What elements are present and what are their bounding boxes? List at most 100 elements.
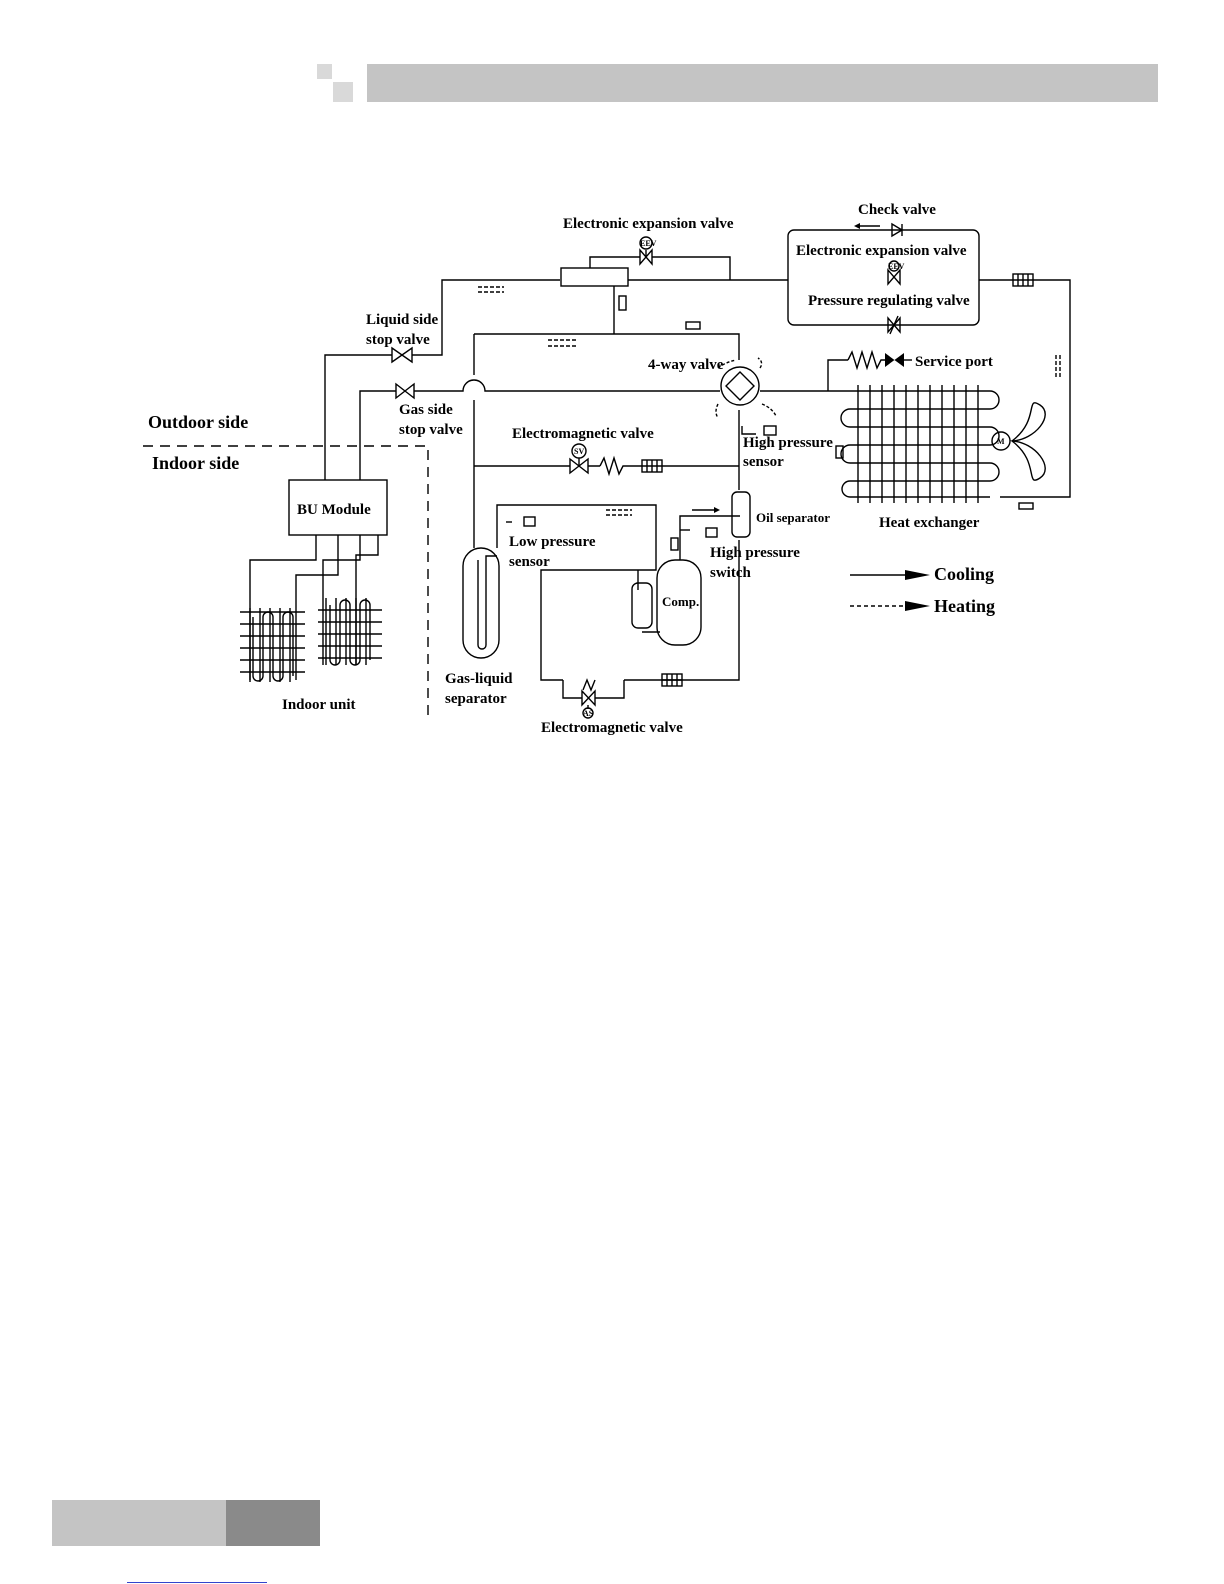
footer-bar-light [52,1500,226,1546]
bu-branch-3 [322,535,361,665]
label-oil-separator: Oil separator [756,510,830,525]
oil-separator-body [731,491,751,538]
label-hp-sensor-2: sensor [743,454,784,470]
label-liquid-side-1: Liquid side [366,312,438,328]
box-eev-valve [887,268,901,286]
filter-bottom [661,673,683,687]
label-four-way: 4-way valve [648,357,724,373]
service-spring [847,349,885,371]
footer-bar-dark [226,1500,320,1546]
arrow-head-oil [714,507,720,513]
outdoor-loop [474,333,740,490]
label-hp-sensor-1: High pressure [743,435,833,451]
legend-heating-arrow [905,601,930,611]
tag-eev-box: EEV [888,262,905,271]
four-way-arc-1 [717,359,737,369]
four-way-valve-inner [725,371,755,401]
mid-solenoid-valve [569,457,589,475]
label-indoor-side: Indoor side [152,453,239,473]
pressure-regulating-valve [887,315,901,335]
outdoor-heat-exchanger [840,385,1000,503]
refrigerant-cycle-diagram: Electronic expansion valve Check valve E… [143,202,1071,736]
lp-sensor-box [523,516,536,527]
flow-arrow-top [478,286,504,293]
oil-to-switch [679,515,740,560]
temp-sensor-3 [835,445,844,459]
indoor-coil-right [318,598,382,666]
label-lp-sensor-2: sensor [509,554,550,570]
label-heat-exchanger: Heat exchanger [879,515,980,531]
fan-blades [1010,402,1046,481]
label-eev-box: Electronic expansion valve [796,243,967,259]
compressor-body [656,559,702,646]
outdoor-indoor-divider [143,445,429,720]
label-gas-liquid-1: Gas-liquid [445,671,513,687]
flow-arrow-loop [548,339,578,347]
filter-mid [641,459,663,473]
tag-eev-top: EEV [640,239,657,248]
service-port-valve [885,353,904,367]
header-bar [367,64,1158,102]
label-electromagnetic-mid: Electromagnetic valve [512,426,654,442]
label-hp-switch-2: switch [710,565,751,581]
header-square-light [333,82,353,102]
label-bu-module: BU Module [297,502,371,518]
label-electromagnetic-bottom: Electromagnetic valve [541,720,683,736]
gas-stop-valve [395,382,415,400]
filter-top [1012,273,1034,287]
arrow-head-check [854,223,860,229]
label-indoor-unit: Indoor unit [282,697,356,713]
tag-motor: M [997,437,1005,446]
bottom-solenoid-coil [582,707,594,719]
label-hp-switch-1: High pressure [710,545,800,561]
label-check-valve: Check valve [858,202,936,218]
temp-sensor-5 [1018,502,1034,510]
eev-bypass-pipe [589,256,731,280]
solenoid-spring [599,455,642,477]
four-way-valve-body [720,366,760,406]
header-square-light-small [317,64,332,79]
compressor-accumulator [631,582,653,629]
label-eev-top: Electronic expansion valve [563,216,734,232]
hp-sensor-tap [741,426,756,435]
flow-arrow-comp [606,509,632,516]
compressor-right [624,540,740,681]
bu-branch-2 [295,535,339,680]
four-way-arc-4 [761,403,777,417]
bottom-bypass [562,680,625,699]
label-lp-sensor-1: Low pressure [509,534,596,550]
bottom-spring [582,678,596,692]
legend-cooling-label: Cooling [934,564,994,584]
service-line [827,359,848,391]
hp-switch-box [705,527,718,538]
top-eev-valve [639,248,653,266]
footer-link-underline[interactable] [127,1582,267,1583]
tag-as: AS [583,709,594,718]
top-liquid-pipe [324,279,1071,498]
label-gas-side-1: Gas side [399,402,453,418]
tag-sv: SV [574,447,584,456]
label-gas-side-2: stop valve [399,422,463,438]
liquid-stop-valve [391,346,413,364]
fan-motor [991,431,1011,451]
flow-arrow-right [1055,355,1061,378]
top-eev-coil [639,236,653,250]
temp-sensor-1 [618,295,627,311]
heat-exchanger-plate [560,267,629,287]
indoor-coil-left [240,608,305,682]
hp-sensor-box [763,425,777,436]
mid-solenoid-coil [571,443,587,459]
box-eev-coil [888,260,900,272]
label-service-port: Service port [915,354,993,370]
label-liquid-side-2: stop valve [366,332,430,348]
label-comp: Comp. [662,594,699,609]
legend-heating-label: Heating [934,596,995,616]
separator-tube [477,555,497,650]
gas-line [359,379,850,480]
four-way-arc-2 [757,357,763,369]
gas-liquid-separator [462,547,500,659]
bottom-solenoid-valve [581,689,596,707]
legend-cooling-arrow [905,570,930,580]
temp-sensor-4 [670,537,679,551]
four-way-arc-3 [715,403,719,419]
